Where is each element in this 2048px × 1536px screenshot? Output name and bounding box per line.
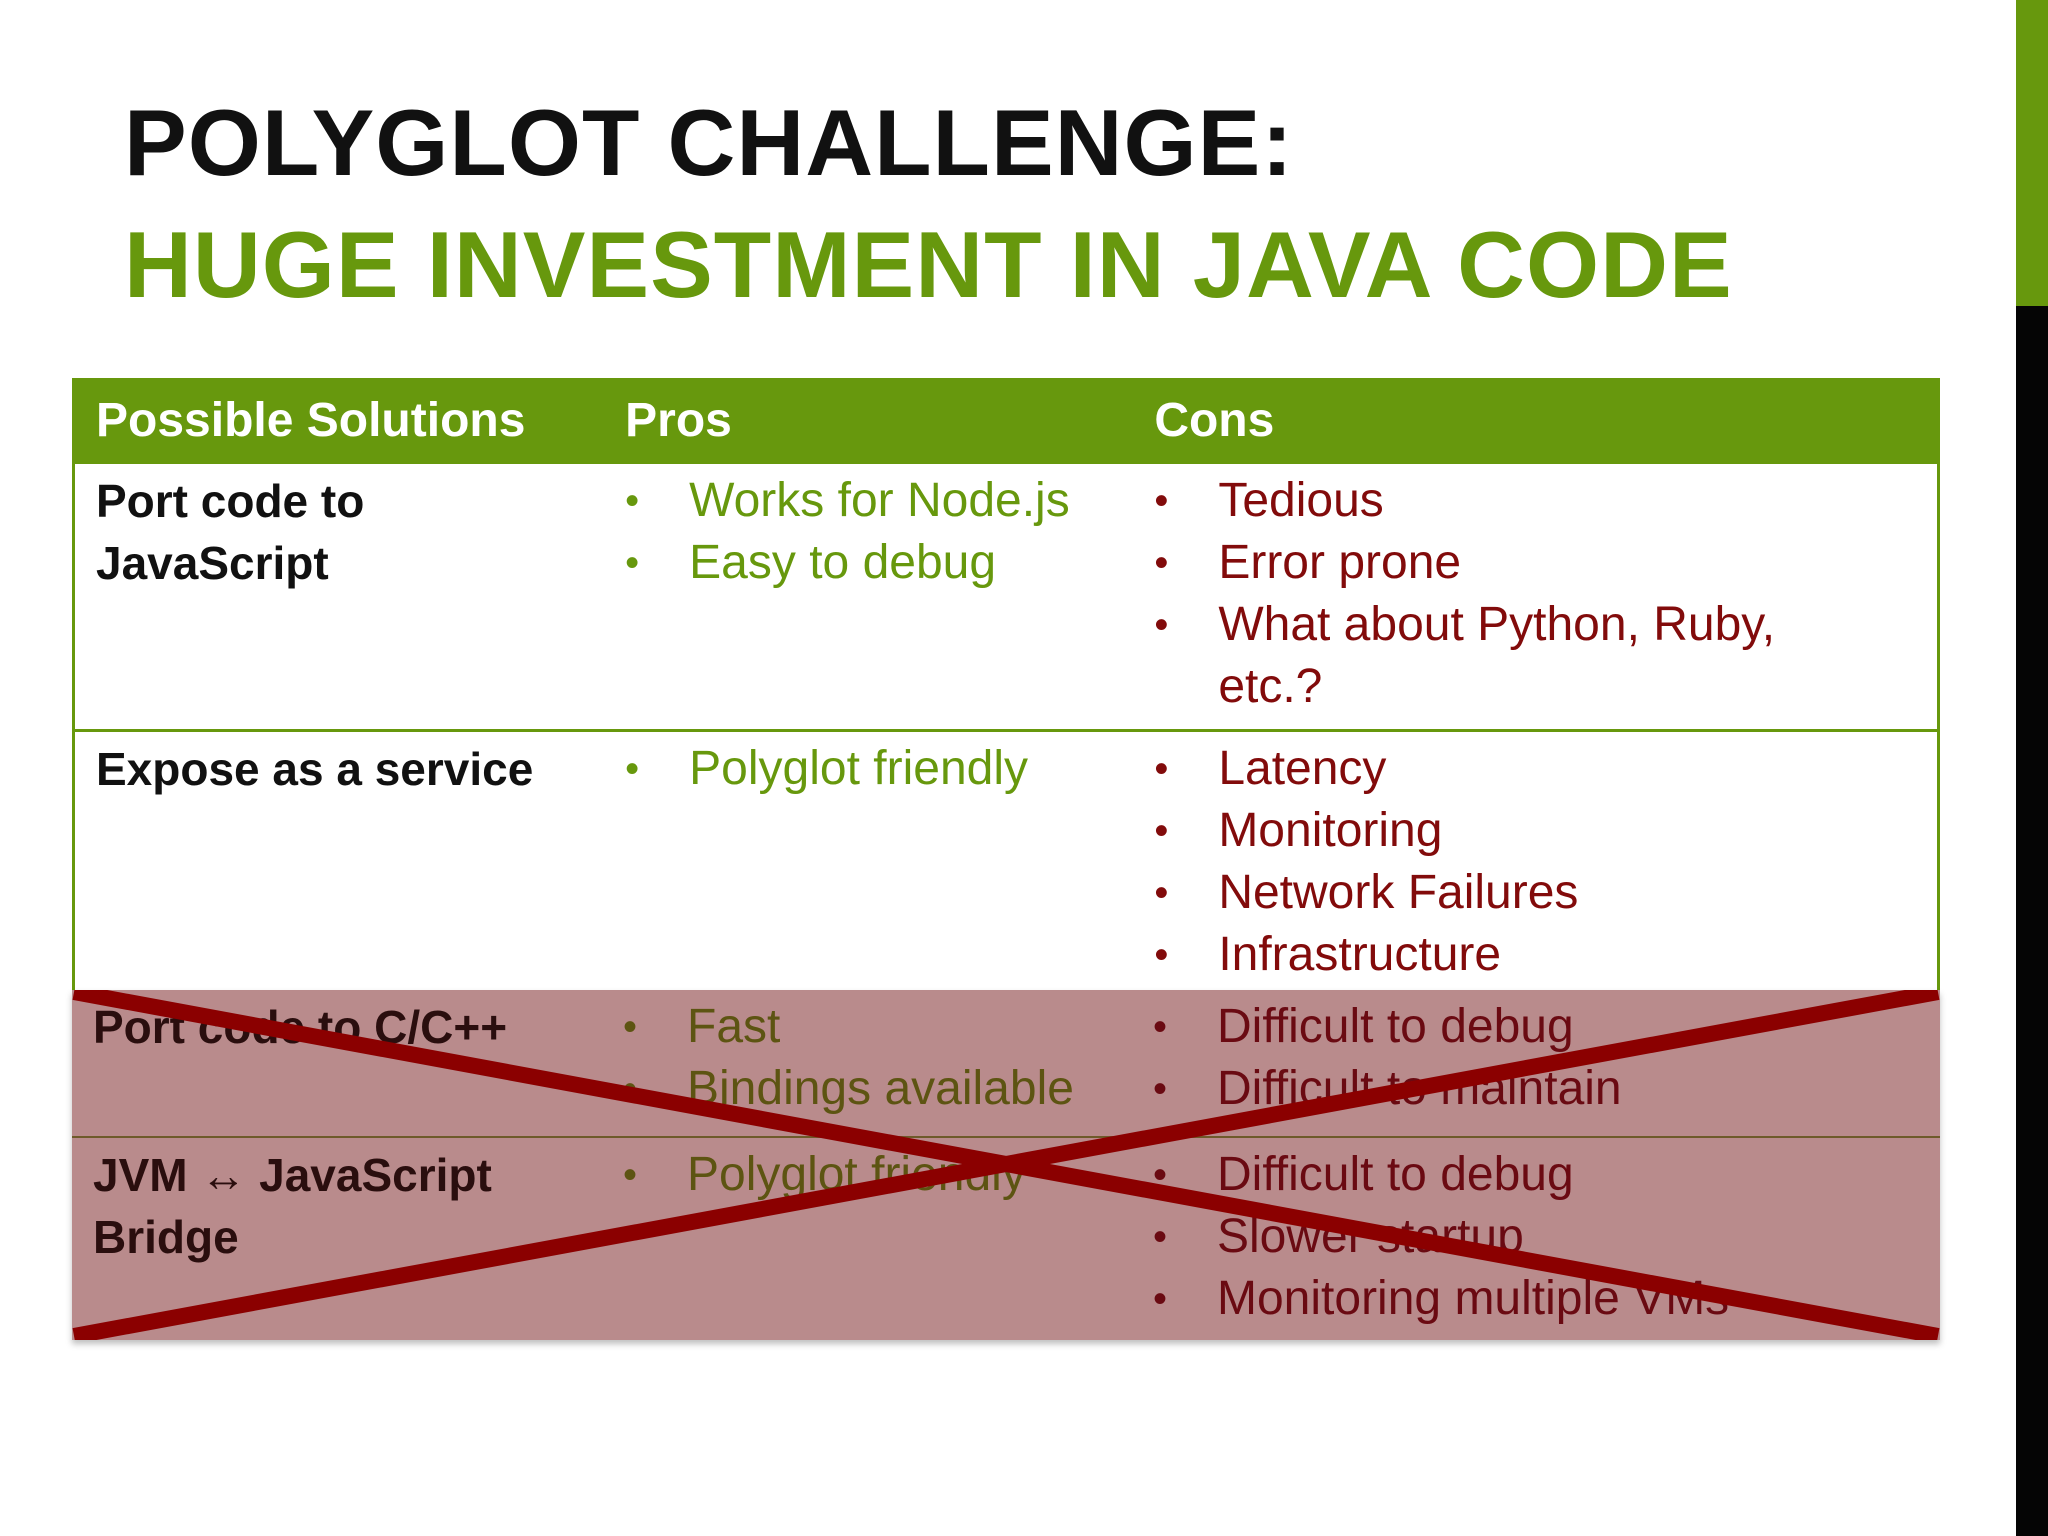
bullet-icon: •	[1154, 603, 1169, 647]
slide-subtitle: HUGE INVESTMENT IN JAVA CODE	[124, 212, 1733, 317]
header-cons: Cons	[1154, 394, 1275, 447]
solution-cell: Expose as a service	[75, 732, 604, 997]
solution-cell: Port code to C/C++	[72, 990, 602, 1136]
cons-cell: •Difficult to debug •Difficult to mainta…	[1132, 990, 1937, 1136]
cons-cell: •Latency •Monitoring •Network Failures •…	[1133, 732, 1937, 997]
bullet-icon: •	[1154, 933, 1169, 977]
table-row: Port code to JavaScript •Works for Node.…	[75, 464, 1937, 732]
accent-bar-green	[2016, 0, 2048, 306]
slide-title: POLYGLOT CHALLENGE:	[124, 90, 1294, 195]
con-item: •Difficult to debug	[1153, 1144, 1937, 1206]
bullet-icon: •	[623, 1067, 638, 1111]
bullet-icon: •	[1153, 1277, 1168, 1321]
solution-text: Expose as a service	[96, 743, 534, 795]
bullet-icon: •	[1153, 1215, 1168, 1259]
con-item: •Monitoring	[1154, 800, 1937, 862]
con-item: •Monitoring multiple VMs	[1153, 1268, 1937, 1330]
bullet-icon: •	[623, 1153, 638, 1197]
table-header-row: Possible Solutions Pros Cons	[75, 378, 1937, 464]
pros-cell: •Polyglot friendly	[604, 732, 1133, 997]
solution-text: JavaScript	[96, 537, 329, 589]
con-item: •Network Failures	[1154, 862, 1937, 924]
bullet-icon: •	[1153, 1067, 1168, 1111]
bullet-icon: •	[1154, 809, 1169, 853]
pros-cell: •Polyglot friendly	[602, 1138, 1132, 1338]
bullet-icon: •	[625, 541, 640, 585]
table-row: JVM ↔ JavaScript Bridge •Polyglot friend…	[72, 1138, 1940, 1338]
pro-item: •Polyglot friendly	[623, 1144, 1132, 1206]
rejected-options-table: Port code to C/C++ •Fast •Bindings avail…	[72, 990, 1940, 1338]
con-item: •Error prone	[1154, 532, 1937, 594]
accent-bar-black	[2016, 306, 2048, 1536]
solution-cell: JVM ↔ JavaScript Bridge	[72, 1138, 602, 1338]
solutions-table: Possible Solutions Pros Cons Port code t…	[72, 378, 1940, 997]
bullet-icon: •	[1154, 871, 1169, 915]
solution-text: JVM ↔ JavaScript	[93, 1149, 492, 1201]
con-item: •Latency	[1154, 738, 1937, 800]
pro-item: •Polyglot friendly	[625, 738, 1133, 800]
con-item: •Slower startup	[1153, 1206, 1937, 1268]
cons-cell: •Tedious •Error prone •What about Python…	[1133, 464, 1937, 729]
pro-item: •Fast	[623, 996, 1132, 1058]
solution-text: Port code to C/C++	[93, 1001, 508, 1053]
table-row: Expose as a service •Polyglot friendly •…	[75, 732, 1937, 997]
bullet-icon: •	[1153, 1005, 1168, 1049]
bullet-icon: •	[623, 1005, 638, 1049]
pros-cell: •Works for Node.js •Easy to debug	[604, 464, 1133, 729]
table-row: Port code to C/C++ •Fast •Bindings avail…	[72, 990, 1940, 1138]
pros-cell: •Fast •Bindings available	[602, 990, 1132, 1136]
pro-item: •Bindings available	[623, 1058, 1132, 1120]
bullet-icon: •	[625, 747, 640, 791]
cons-cell: •Difficult to debug •Slower startup •Mon…	[1132, 1138, 1937, 1338]
solution-cell: Port code to JavaScript	[75, 464, 604, 729]
pro-item: •Easy to debug	[625, 532, 1133, 594]
con-item: •Infrastructure	[1154, 924, 1937, 986]
bullet-icon: •	[1154, 747, 1169, 791]
bullet-icon: •	[1153, 1153, 1168, 1197]
con-item: •Difficult to maintain	[1153, 1058, 1937, 1120]
solution-text: Bridge	[93, 1211, 239, 1263]
con-item: •Tedious	[1154, 470, 1937, 532]
solution-text: Port code to	[96, 475, 365, 527]
header-pros: Pros	[625, 394, 732, 447]
header-solutions: Possible Solutions	[96, 394, 526, 447]
rejected-options-group: Port code to C/C++ •Fast •Bindings avail…	[72, 990, 1940, 1340]
bullet-icon: •	[1154, 541, 1169, 585]
bullet-icon: •	[1154, 479, 1169, 523]
bullet-icon: •	[625, 479, 640, 523]
pro-item: •Works for Node.js	[625, 470, 1133, 532]
con-item: •Difficult to debug	[1153, 996, 1937, 1058]
con-item: •What about Python, Ruby,etc.?	[1154, 594, 1937, 718]
